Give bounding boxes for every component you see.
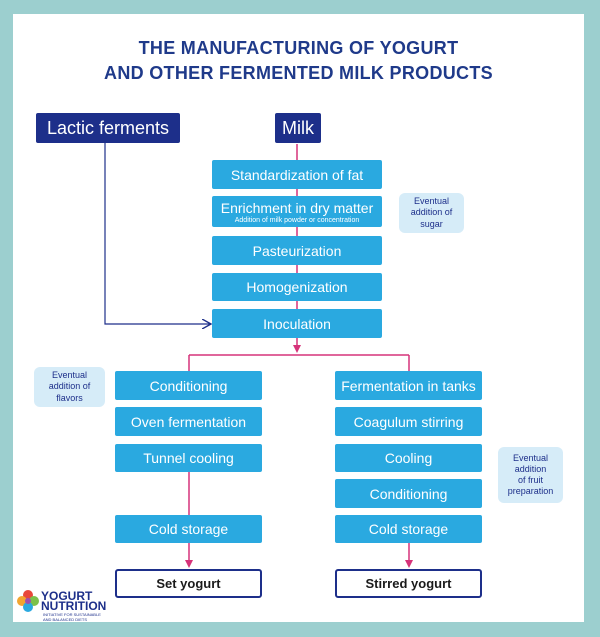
- note-flavors-line-1: Eventual: [51, 370, 87, 381]
- left-step-oven-fermentation: Oven fermentation: [115, 407, 262, 436]
- result-stirred-yogurt: Stirred yogurt: [335, 569, 482, 598]
- result-set-yogurt: Set yogurt: [115, 569, 262, 598]
- left-step-tunnel-label: Tunnel cooling: [143, 450, 234, 466]
- lactic-ferments-box: Lactic ferments: [36, 113, 180, 143]
- logo-tagline-1: INITIATIVE FOR SUSTAINABLE: [43, 612, 101, 617]
- right-step-fermentation-tanks: Fermentation in tanks: [335, 371, 482, 400]
- note-sugar: Eventual addition of sugar: [399, 193, 464, 233]
- note-flavors-line-2: addition of: [48, 381, 91, 392]
- left-step-tunnel-cooling: Tunnel cooling: [115, 444, 262, 472]
- logo-tagline-2: AND BALANCED DIETS: [43, 617, 88, 622]
- note-fruit-line-1: Eventual: [512, 452, 548, 463]
- right-step-coagulum-label: Coagulum stirring: [353, 413, 464, 430]
- logo-line-2: NUTRITION: [41, 599, 107, 613]
- step-enrichment: Enrichment in dry matter Addition of mil…: [212, 196, 382, 227]
- right-step-cooling: Cooling: [335, 444, 482, 472]
- step-enrichment-label: Enrichment in dry matter: [220, 199, 374, 216]
- left-step-conditioning-label: Conditioning: [149, 377, 228, 394]
- step-enrichment-sublabel: Addition of milk powder or concentration: [234, 216, 360, 224]
- step-standardization: Standardization of fat: [212, 160, 382, 189]
- right-step-cooling-label: Cooling: [384, 450, 433, 466]
- note-flavors: Eventual addition of flavors: [34, 367, 105, 407]
- right-step-coagulum-stirring: Coagulum stirring: [335, 407, 482, 436]
- left-step-conditioning: Conditioning: [115, 371, 262, 400]
- step-pasteurization: Pasteurization: [212, 236, 382, 265]
- right-step-conditioning: Conditioning: [335, 479, 482, 508]
- left-step-cold-storage: Cold storage: [115, 515, 262, 543]
- note-fruit-line-4: preparation: [507, 486, 554, 497]
- note-fruit-line-3: of fruit: [517, 475, 543, 485]
- diagram-canvas: THE MANUFACTURING OF YOGURT AND OTHER FE…: [13, 14, 584, 622]
- title-line-1: THE MANUFACTURING OF YOGURT: [138, 38, 459, 58]
- step-standardization-label: Standardization of fat: [230, 166, 364, 183]
- right-step-conditioning-label: Conditioning: [369, 485, 448, 502]
- note-sugar-line-2: addition of: [410, 207, 453, 218]
- note-sugar-line-3: sugar: [420, 218, 443, 229]
- right-step-cold-storage: Cold storage: [335, 515, 482, 543]
- milk-box: Milk: [275, 113, 321, 143]
- left-step-cold-label: Cold storage: [148, 521, 229, 537]
- step-homogenization: Homogenization: [212, 273, 382, 301]
- lactic-connector: [104, 142, 211, 324]
- title-line-2: AND OTHER FERMENTED MILK PRODUCTS: [104, 63, 493, 83]
- step-homogenization-label: Homogenization: [246, 279, 348, 295]
- yogurt-nutrition-logo-icon: [17, 590, 39, 612]
- note-sugar-line-1: Eventual: [413, 196, 449, 207]
- step-inoculation-label: Inoculation: [263, 315, 331, 332]
- note-fruit: Eventual addition of fruit preparation: [498, 447, 563, 503]
- right-step-cold-label: Cold storage: [368, 521, 449, 537]
- note-fruit-line-2: addition: [514, 463, 547, 474]
- step-pasteurization-label: Pasteurization: [252, 242, 342, 259]
- note-flavors-line-3: flavors: [56, 392, 83, 403]
- right-step-fermentation-label: Fermentation in tanks: [341, 377, 476, 394]
- step-inoculation: Inoculation: [212, 309, 382, 338]
- logo-line-1: YOGURT: [41, 589, 93, 603]
- left-step-oven-label: Oven fermentation: [130, 413, 247, 430]
